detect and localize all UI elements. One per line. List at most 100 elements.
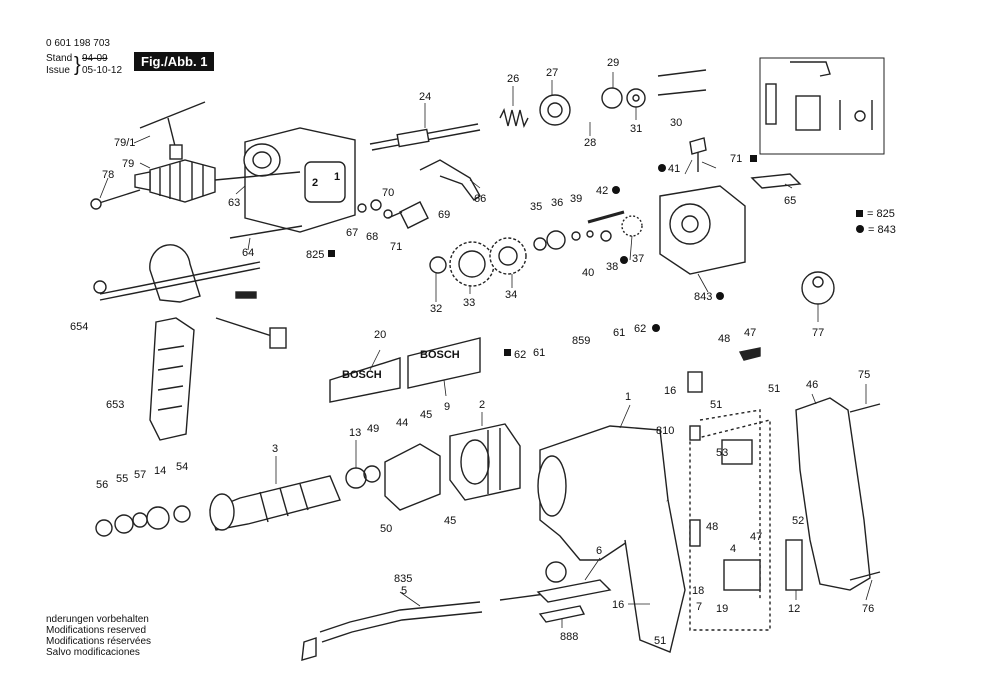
- motor-housing-drawing: [537, 425, 686, 653]
- part-label: 4: [730, 543, 736, 555]
- part-label: 71: [730, 153, 742, 165]
- part-label: 61: [613, 327, 625, 339]
- square-marker: [504, 349, 511, 356]
- part-label: 843: [694, 291, 712, 303]
- part-label: 45: [444, 515, 456, 527]
- gear-34-drawing: [489, 237, 527, 275]
- part-label: 30: [670, 117, 682, 129]
- part-label: 77: [812, 327, 824, 339]
- note-line: Modifications réservées: [46, 636, 152, 647]
- part-label: 45: [420, 409, 432, 421]
- part-label: 78: [102, 169, 114, 181]
- part-label: 9: [444, 401, 450, 413]
- leader-lines: [99, 72, 873, 628]
- part-label: 52: [792, 515, 804, 527]
- shift-rail-drawing: [657, 69, 707, 96]
- stand-label: Stand: [46, 53, 73, 64]
- part-label: 12: [788, 603, 800, 615]
- legend-item-circle: = 843: [856, 222, 896, 238]
- part-label: 46: [806, 379, 818, 391]
- gear-33-drawing: [449, 241, 495, 287]
- legend-item-square: = 825: [856, 206, 896, 222]
- part-label: 7: [696, 601, 702, 613]
- part-label: 51: [768, 383, 780, 395]
- part-label: 70: [382, 187, 394, 199]
- auxiliary-handle-drawing: [93, 244, 287, 441]
- power-cord-drawing: [301, 591, 561, 661]
- part-label: 859: [572, 335, 590, 347]
- legend: = 825 = 843: [856, 206, 896, 238]
- header-brace: }: [74, 54, 81, 76]
- part-label: 835: [394, 573, 412, 585]
- housing-screw-drawing: [229, 225, 303, 239]
- note-line: Modifications reserved: [46, 625, 147, 636]
- part-label: 36: [551, 197, 563, 209]
- part-label: 48: [718, 333, 730, 345]
- chuck-key-drawing: [139, 101, 206, 160]
- part-label: 41: [668, 163, 680, 175]
- stator-drawing: [449, 423, 521, 501]
- gear-mark-2: 2: [312, 177, 318, 189]
- part-label: 47: [744, 327, 756, 339]
- gear-housing-drawing: [243, 127, 356, 233]
- part-label: 62: [634, 323, 646, 335]
- part-label: 13: [349, 427, 361, 439]
- part-labels: 79/1 79 78 63 64 825 24 26 27 29 30 31 2…: [70, 57, 874, 647]
- shift-fork-drawing: [419, 159, 481, 201]
- part-label: 2: [479, 399, 485, 411]
- armature-drawing: [209, 475, 341, 531]
- part-label: 6: [596, 545, 602, 557]
- part-label: 35: [530, 201, 542, 213]
- part-label: 65: [784, 195, 796, 207]
- bearing-drawing: [539, 94, 571, 126]
- part-label: 42: [596, 185, 608, 197]
- part-label: 39: [570, 193, 582, 205]
- nameplates-drawing: [329, 337, 481, 403]
- part-label: 61: [533, 347, 545, 359]
- wiring-diagram-drawing: [759, 57, 885, 155]
- part-label: 33: [463, 297, 475, 309]
- square-marker: [328, 250, 335, 257]
- note-line: Salvo modificaciones: [46, 647, 140, 658]
- part-label: 825: [306, 249, 324, 261]
- part-label: 79: [122, 158, 134, 170]
- square-marker: [750, 155, 757, 162]
- nameplate-brand-1: BOSCH: [342, 369, 382, 381]
- part-label: 54: [176, 461, 188, 473]
- figure-label: Fig./Abb. 1: [134, 52, 215, 71]
- part-label: 56: [96, 479, 108, 491]
- part-label: 653: [106, 399, 124, 411]
- gear-mark-1: 1: [334, 171, 340, 183]
- part-label: 57: [134, 469, 146, 481]
- chuck-screw-drawing: [90, 189, 141, 210]
- part-label: 888: [560, 631, 578, 643]
- part-label: 51: [654, 635, 666, 647]
- part-label: 50: [380, 523, 392, 535]
- washer-32-drawing: [429, 256, 447, 274]
- part-label: 16: [664, 385, 676, 397]
- part-label: 67: [346, 227, 358, 239]
- cord-guard-drawing: [536, 579, 612, 603]
- part-label: 37: [632, 253, 644, 265]
- part-label: 18: [692, 585, 704, 597]
- spring-drawing: [499, 107, 529, 129]
- bearing-flange-drawing: [659, 185, 746, 275]
- cord-clamp-drawing: [538, 605, 586, 623]
- circle-marker: [620, 256, 628, 264]
- square-icon: [856, 210, 863, 217]
- old-date: 94-09: [82, 53, 108, 64]
- air-guide-drawing: [384, 443, 441, 511]
- part-label: 38: [606, 261, 618, 273]
- clip-drawing: [750, 173, 802, 189]
- part-label: 75: [858, 369, 870, 381]
- marker-symbols: [328, 155, 757, 356]
- spindle-drawing: [369, 123, 481, 151]
- part-label: 51: [710, 399, 722, 411]
- circle-marker: [652, 324, 660, 332]
- part-label: 71: [390, 241, 402, 253]
- notes: nderungen vorbehalten Modifications rese…: [46, 614, 151, 658]
- part-label: 76: [862, 603, 874, 615]
- circle-marker: [612, 186, 620, 194]
- part-label: 55: [116, 473, 128, 485]
